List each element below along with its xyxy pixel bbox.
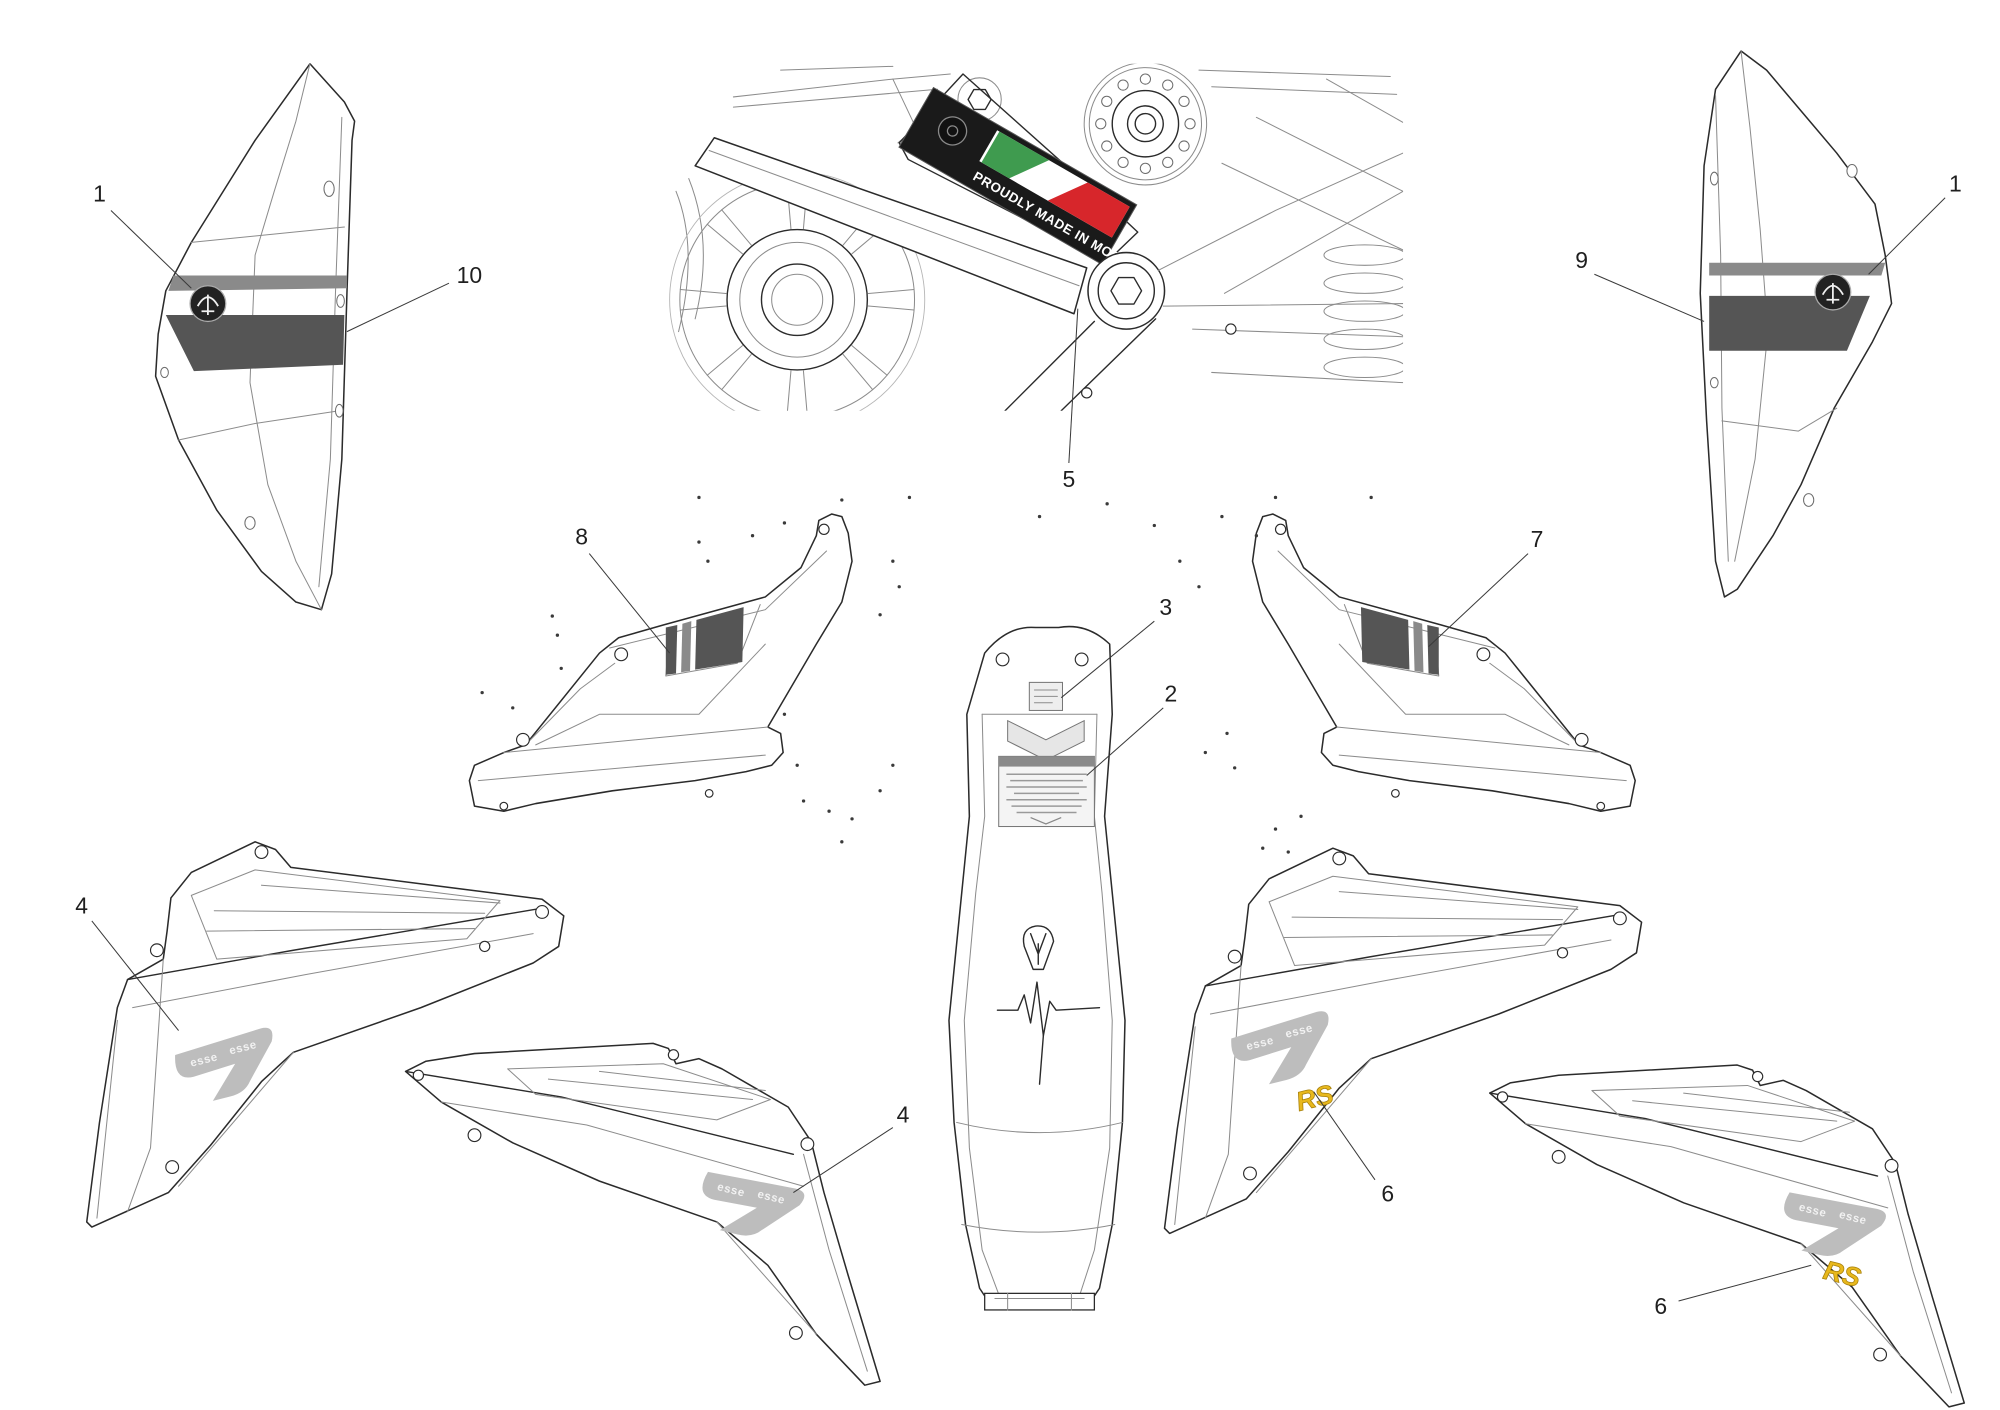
side-panel-right — [1699, 50, 1893, 598]
frame-beam — [694, 136, 1088, 315]
frame-detail: PROUDLY MADE IN MODENA — [669, 63, 1404, 411]
swingarm — [1004, 318, 1157, 411]
callout-9: 9 — [1575, 247, 1588, 273]
tank-cover — [948, 625, 1126, 1311]
shock-spring — [1323, 244, 1404, 379]
mounting-dots — [480, 495, 1373, 854]
esse-logo-lower-left: esse esse — [175, 1027, 273, 1101]
decal-stripe-light-right — [1709, 262, 1886, 276]
sticker-small — [1028, 681, 1064, 711]
callout-7: 7 — [1531, 526, 1544, 552]
sticker-chevron — [1007, 719, 1085, 761]
logo-badge-left — [189, 285, 227, 323]
callout-3: 3 — [1159, 594, 1172, 620]
callout-1-right: 1 — [1949, 170, 1962, 196]
frame-plate — [898, 73, 1139, 263]
callout-4-middle: 4 — [897, 1101, 910, 1127]
tank-cover-bracket — [984, 1292, 1096, 1311]
callout-1-left: 1 — [93, 181, 106, 207]
callout-6-middle: 6 — [1381, 1181, 1394, 1207]
trident-heartbeat-emblem — [996, 925, 1101, 1085]
logo-badge-right — [1814, 273, 1852, 311]
leader-lines — [91, 197, 1946, 1302]
callout-4-left: 4 — [75, 892, 88, 918]
esse-logo-right-a: esse esse — [1231, 1011, 1329, 1085]
callout-5: 5 — [1062, 466, 1075, 492]
side-panel-left — [154, 63, 356, 611]
esse-logo-lower-middle: esse esse — [702, 1171, 805, 1236]
callout-6-right: 6 — [1654, 1293, 1667, 1319]
decal-stripe-dark-left — [165, 315, 345, 372]
esse-logo-right-b: esse esse — [1784, 1192, 1886, 1256]
wheel-hub — [1083, 63, 1208, 186]
warning-label — [998, 755, 1095, 828]
callout-labels: 1 10 5 1 9 8 7 3 2 4 4 6 6 — [75, 170, 1961, 1318]
callout-10: 10 — [457, 262, 483, 288]
callout-8: 8 — [575, 524, 588, 550]
diagram-content: PROUDLY MADE IN MODENA — [75, 50, 1966, 1408]
decal-stripe-light-left — [168, 275, 347, 291]
pivot-bushing — [1087, 251, 1166, 330]
callout-2: 2 — [1165, 681, 1178, 707]
tank-cover-outline — [948, 625, 1126, 1309]
